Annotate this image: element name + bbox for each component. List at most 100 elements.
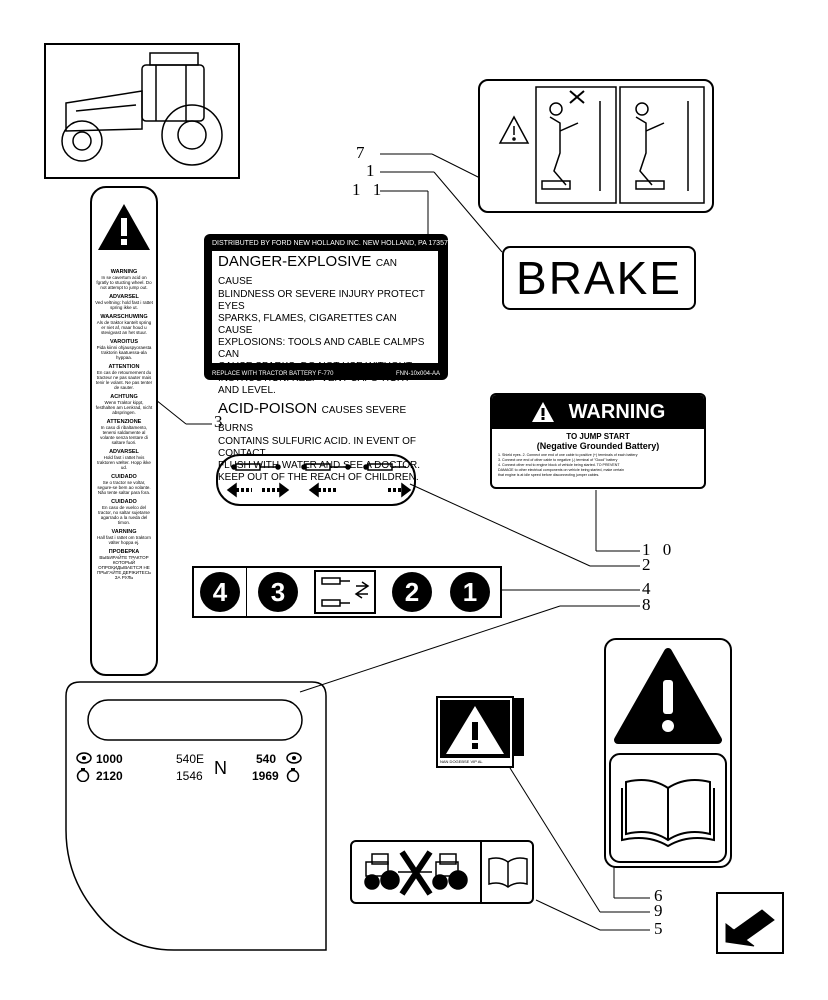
callout-8: 8 (642, 595, 655, 614)
callout-11: 1 1 (352, 180, 386, 199)
cab-step-warning-icon (498, 86, 705, 204)
warning-line1: TO JUMP START (566, 432, 630, 441)
fine-line: 4. Connect other end to engine block of … (498, 463, 620, 467)
strip-text: In caso di ribaltamento, tenersi saldame… (100, 425, 148, 445)
acid-line: FLUSH WITH WATER AND SEE A DOCTOR. (218, 460, 421, 471)
warning-triangle-icon (531, 402, 554, 422)
small-warning-frame (436, 696, 514, 768)
strip-lang: ADVARSEL (109, 294, 139, 300)
fine-line: 3. Connect one end of other cable to neg… (498, 458, 618, 462)
position-4: 4 (200, 572, 240, 612)
callout-10: 1 0 (642, 540, 676, 559)
callout-7: 7 (356, 143, 369, 162)
strip-text: Pida kiinni ohjauspyoraesta traktorin ka… (96, 345, 152, 360)
pto-left-engine: 2120 (96, 769, 123, 783)
fine-line: 1. Shield eyes. 2. Connect one end of on… (498, 453, 638, 457)
no-towing-icon (364, 850, 468, 896)
strip-lang: VAROITUS (109, 339, 138, 345)
strip-text: Ved veltning: hold fast i rattet spring … (95, 300, 153, 310)
strip-lang: ACHTUNG (110, 394, 138, 400)
hydraulic-cylinder-icon (226, 463, 412, 498)
pto-mid-top: 540E (176, 752, 205, 766)
strip-lang: CUIDADO (111, 474, 137, 480)
fine-line: that engine is at idle speed before disc… (498, 473, 600, 477)
warning-triangle-icon (609, 648, 727, 863)
small-warning-decal: NAN DOGEBSE VIP AL (436, 696, 526, 770)
callout-2: 2 (642, 555, 655, 574)
pto-left-rpm: 1000 (96, 752, 123, 766)
engine-speed-icon (76, 768, 90, 782)
warning-bar: WARNING (492, 395, 704, 429)
battery-body: DANGER-EXPLOSIVE CAN CAUSE BLINDNESS OR … (212, 251, 438, 483)
danger-line: INSTRUCTION. KEEP VENT CAPS TIGHT AND LE… (218, 373, 411, 396)
danger-suffix: CAN CAUSE (218, 258, 397, 287)
divider (480, 842, 482, 902)
strip-text: Se o tractor se voltar, segure-se bem ao… (97, 480, 151, 495)
jump-start-warning-decal: WARNING TO JUMP START (Negative Grounded… (490, 393, 706, 489)
acid-line: KEEP OUT OF THE REACH OF CHILDREN. (218, 472, 419, 483)
tractor-thumbnail (44, 43, 240, 179)
battery-footer-left: REPLACE WITH TRACTOR BATTERY F-770 (212, 371, 334, 377)
pto-right-engine: 1969 (252, 769, 279, 783)
acid-line: CONTAINS SULFURIC ACID. IN EVENT OF CONT… (218, 436, 416, 459)
position-2: 2 (392, 572, 432, 612)
strip-lang: WARNING (110, 269, 138, 275)
small-warning-code: NAN DOGEBSE VIP AL (440, 759, 483, 764)
warning-triangle-icon (98, 204, 150, 250)
battery-footer-right: FNN-10x004-AA (395, 371, 440, 377)
fine-line: DAMAGE to other electrical components on… (498, 468, 625, 472)
danger-line: SPARKS, FLAMES, CIGARETTES CAN CAUSE (218, 313, 397, 336)
danger-line: EXPLOSIONS: TOOLS AND CABLE CALMPS CAN (218, 337, 425, 360)
strip-text: Hold fast i rattet hvis traktoren vælter… (97, 455, 151, 470)
strip-text: Hall fast i rattet om traktorn välter ho… (96, 535, 152, 545)
acid-title: ACID-POISON (218, 400, 318, 417)
strip-lang: WAARSCHUWING (100, 314, 148, 320)
navigation-arrow-icon (725, 907, 775, 947)
strip-text: ВЫБИРАЙТЕ ТРАКТОР КОТОРЫЙ ОПРОКИДЫВАЕТСЯ… (97, 555, 151, 580)
multilingual-warning-strip: WARNING In se cavertum acid on fgratly t… (90, 186, 158, 676)
battery-danger-decal: DISTRIBUTED BY FORD NEW HOLLAND INC. NEW… (204, 234, 448, 483)
acid-suffix: CAUSES SEVERE BURNS (218, 405, 407, 434)
hydraulic-cylinder-icon (321, 577, 370, 607)
battery-footer: REPLACE WITH TRACTOR BATTERY F-770 FNN-1… (212, 371, 440, 377)
cab-step-warning-decal (478, 79, 714, 213)
read-manual-decal (604, 638, 732, 868)
navigation-arrow-box[interactable] (716, 892, 784, 954)
danger-line: CAUSE SPARKS, DO NOT USE WITHOUT (218, 361, 413, 372)
callout-4: 4 (642, 579, 655, 598)
strip-lang: ПРОВЕРКА (108, 549, 140, 555)
strip-text: In se cavertum acid on fgratly to stucti… (96, 275, 152, 290)
strip-lang: CUIDADO (111, 499, 137, 505)
decal-tab (514, 698, 524, 756)
divider (246, 568, 247, 616)
position-3: 3 (258, 572, 298, 612)
hydraulic-cylinder-decal (216, 454, 416, 506)
warning-triangle-icon (440, 700, 510, 758)
battery-header: DISTRIBUTED BY FORD NEW HOLLAND INC. NEW… (212, 240, 448, 247)
strip-text: En caso de vuelco del tractor, no saltar… (98, 505, 150, 525)
pto-right-rpm: 540 (256, 752, 277, 766)
callout-6: 6 (654, 886, 667, 905)
pto-panel-decal (65, 681, 327, 951)
strip-lang: VARNING (111, 529, 137, 535)
callout-5: 5 (654, 919, 667, 938)
lever-position-decal: 4 3 2 1 (192, 566, 502, 618)
warning-line2: (Negative Grounded Battery) (536, 441, 660, 451)
danger-line: BLINDNESS OR SEVERE INJURY PROTECT EYES (218, 289, 425, 312)
pto-mid-bottom: 1546 (176, 769, 203, 783)
callout-1: 1 (366, 161, 379, 180)
warning-fine-print: 1. Shield eyes. 2. Connect one end of on… (492, 451, 704, 480)
pto-icon (76, 752, 92, 764)
callout-3: 3 (214, 412, 227, 431)
operator-manual-icon (488, 857, 528, 888)
danger-title: DANGER-EXPLOSIVE (218, 253, 372, 270)
callout-9: 9 (654, 901, 667, 920)
warning-title: WARNING (568, 400, 666, 423)
cylinder-symbol-box (314, 570, 376, 614)
no-towing-decal (350, 840, 534, 904)
engine-speed-icon (286, 768, 300, 782)
strip-lang: ATTENTION (108, 364, 140, 370)
strip-text: En cas de retournement du tracteur ne pa… (95, 370, 153, 390)
operator-manual-icon (621, 779, 715, 848)
